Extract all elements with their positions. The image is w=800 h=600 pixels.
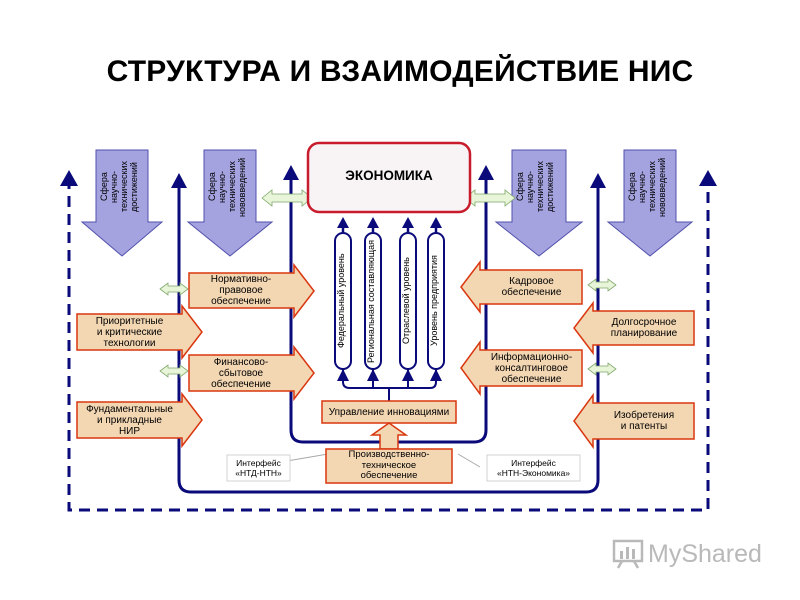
economy-box — [306, 141, 472, 214]
financial-sales-label: Финансово- сбытовое обеспечение — [211, 356, 271, 390]
outer-dashed-feedback-loop — [67, 178, 710, 512]
level-enterprise-label: Уровень предприятия — [429, 255, 439, 347]
priority-tech-label: Приоритетные и критические технологии — [95, 315, 164, 349]
level-federal-label: Федеральный уровень — [336, 253, 346, 349]
double-arrow-economy-left — [261, 189, 313, 207]
long-term-planning-label: Долгосрочное планирование — [610, 317, 678, 339]
personnel-arrow — [460, 259, 583, 315]
outer-dashed-right-arrowhead — [699, 170, 717, 186]
production-support-label: Производственно- техническое обеспечение — [348, 449, 430, 482]
middle-solid-loop — [177, 182, 600, 494]
financial-sales-arrow — [188, 344, 315, 402]
technical-innovations-left-label: Сфера научно- технических нововведений — [207, 157, 247, 217]
technical-innovations-right-label: Сфера научно- технических нововведений — [627, 157, 667, 217]
long-term-planning-arrow — [573, 300, 695, 356]
interface-right-label: Интерфейс «НТН-Экономика» — [496, 458, 571, 478]
arrow-scientific-achievements-right — [494, 149, 584, 257]
scientific-achievements-right-label: Сфера научно- технических достижений — [515, 161, 555, 213]
economy-label: ЭКОНОМИКА — [345, 167, 433, 183]
production-support-box — [325, 448, 453, 484]
inner-loop-left-arrowhead — [283, 165, 299, 180]
inventions-patents-label: Изобретения и патенты — [613, 410, 675, 432]
normative-legal-label: Нормативно- правовое обеспечение — [210, 274, 272, 307]
watermark: MyShared — [612, 538, 762, 570]
level-columns — [334, 217, 445, 401]
double-arrow-info — [587, 362, 617, 376]
level-sectoral-label: Отраслевой уровень — [401, 257, 411, 345]
fundamental-research-label: Фундаментальные и прикладные НИР — [86, 403, 173, 437]
right-interface-connector — [457, 453, 481, 468]
arrow-scientific-achievements-left — [80, 149, 164, 257]
double-arrow-normative — [159, 282, 189, 296]
scientific-achievements-left-label: Сфера научно- технических достижений — [99, 161, 139, 213]
production-support-arrow — [369, 422, 409, 450]
interface-right-box — [486, 454, 581, 482]
personnel-label: Кадровое обеспечение — [501, 276, 562, 298]
interface-left-box — [226, 454, 291, 482]
double-arrow-financial — [159, 364, 189, 378]
watermark-text: MyShared — [648, 539, 762, 568]
bar-chart-icon — [612, 539, 644, 569]
inner-loop-right-arrowhead — [478, 165, 494, 180]
fundamental-research-arrow — [76, 391, 203, 449]
level-regional-label: Региональная составляющая — [366, 239, 376, 363]
info-consulting-arrow — [460, 339, 583, 397]
normative-legal-arrow — [188, 262, 315, 320]
middle-loop-right-arrowhead — [590, 173, 606, 188]
interface-left-label: Интерфейс «НТД-НТН» — [235, 458, 282, 478]
priority-tech-arrow — [76, 303, 203, 361]
innovation-management-label: Управление инновациями — [328, 406, 450, 418]
arrow-technical-innovations-right — [606, 149, 694, 257]
outer-dashed-left-arrowhead — [60, 170, 78, 186]
middle-loop-left-arrowhead — [171, 173, 187, 188]
double-arrow-personnel — [587, 278, 617, 292]
slide-title: СТРУКТУРА И ВЗАИМОДЕЙСТВИЕ НИС — [106, 55, 694, 88]
arrow-technical-innovations-left — [186, 149, 274, 257]
double-arrow-economy-right — [464, 189, 516, 207]
info-consulting-label: Информационно- консалтинговое обеспечени… — [490, 351, 573, 385]
inventions-patents-arrow — [573, 392, 695, 450]
